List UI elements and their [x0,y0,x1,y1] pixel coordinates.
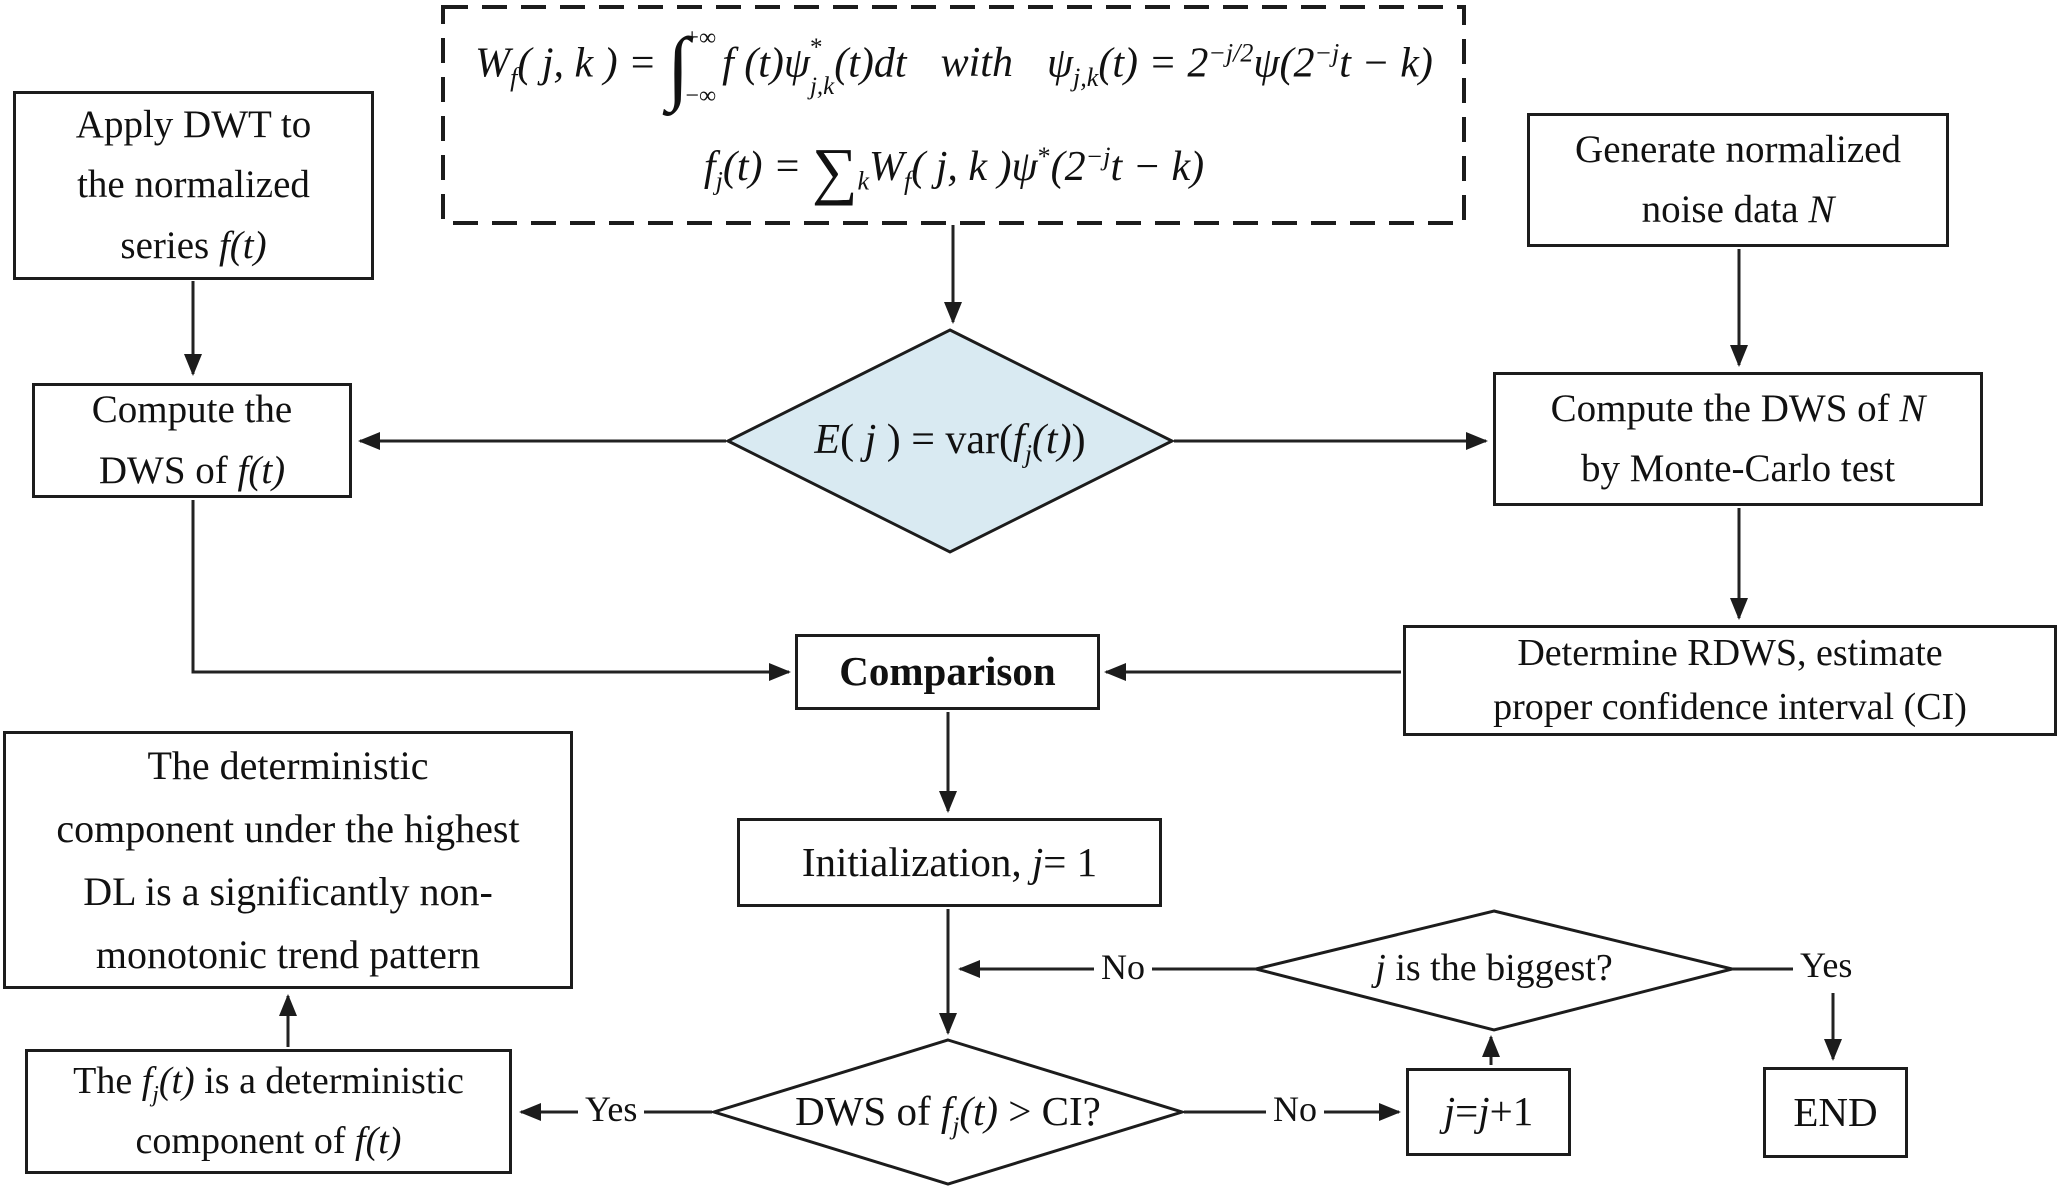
integral-sign: ∫ [666,20,690,112]
formula-line-2: fj(t) = ∑kWf( j, k )ψ*(2−jt − k) [703,134,1205,206]
node-generate-noise: Generate normalized noise data N [1527,113,1949,247]
node-j-increment: j=j+1 [1406,1068,1571,1156]
arrow-computedwsft-to-comparison [191,500,791,681]
node-compute-dws-ft: Compute the DWS of f(t) [32,383,352,498]
node-initialization: Initialization, j= 1 [737,818,1162,907]
edge-label-no-ci: No [1266,1090,1324,1129]
node-compute-dws-n: Compute the DWS of N by Monte-Carlo test [1493,372,1983,506]
decision-energy-label: E( j ) = var(fj(t)) [814,417,1086,469]
node-comparison: Comparison [795,634,1100,710]
node-apply-dwt: Apply DWT to the normalized series f(t) [13,91,374,280]
node-trend-pattern: The deterministic component under the hi… [3,731,573,989]
sum-sign: ∑ [811,134,858,206]
node-end: END [1763,1067,1908,1158]
node-determine-rdws: Determine RDWS, estimate proper confiden… [1403,625,2057,736]
edge-label-no-biggest: No [1094,948,1152,987]
decision-dws-ci-diamond [708,1038,1188,1186]
node-deterministic-component: The fj(t) is a deterministic component o… [25,1049,512,1174]
decision-dws-ci-label: DWS of fj(t) > CI? [795,1088,1101,1141]
decision-energy-diamond [724,328,1176,554]
edge-label-yes-biggest: Yes [1793,946,1860,985]
decision-j-biggest-label: j is the biggest? [1375,947,1613,989]
decision-j-biggest-diamond [1255,909,1733,1032]
edge-label-yes-ci: Yes [578,1090,645,1129]
formula-dashed-border [441,5,1466,225]
